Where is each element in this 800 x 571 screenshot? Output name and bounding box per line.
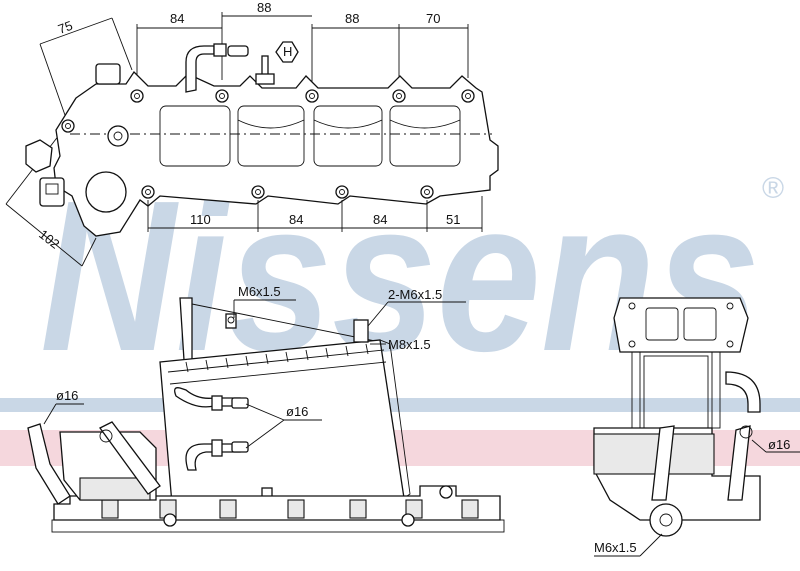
- cooler-fins: [185, 343, 369, 373]
- bolt-holes-top: [61, 89, 475, 133]
- dim-top-2: 88: [257, 0, 271, 15]
- top-view: 84 88 88 70 75 102: [5, 0, 499, 267]
- thread-label-left: M6x1.5: [238, 284, 281, 299]
- pipe-dia-label-mid: ø16: [286, 404, 308, 419]
- dim-bottom-4: 51: [446, 212, 460, 227]
- dim-top-3: 88: [345, 11, 359, 26]
- dim-angle-75: 75: [56, 18, 75, 37]
- middle-view: M6x1.5 2-M6x1.5 M8x1.5 ø16: [159, 284, 466, 505]
- thread-label-right: 2-M6x1.5: [388, 287, 442, 302]
- thread-label-bottom: M6x1.5: [594, 540, 637, 555]
- watermark-band-blue: [0, 398, 800, 412]
- svg-text:H: H: [283, 44, 292, 59]
- right-end-view: ø16 M6x1.5: [593, 297, 800, 557]
- flange-view: [51, 485, 505, 533]
- bolt-holes-bottom: [141, 185, 434, 199]
- registered-mark: ®: [762, 172, 784, 205]
- thread-label-side: M8x1.5: [388, 337, 431, 352]
- dim-bottom-3: 84: [373, 212, 387, 227]
- dim-top-4: 70: [426, 11, 440, 26]
- pipe-dia-label-left: ø16: [56, 388, 78, 403]
- pipe-dia-label-right: ø16: [768, 437, 790, 452]
- dim-top-1: 84: [170, 11, 184, 26]
- dim-bottom-1: 110: [190, 212, 211, 227]
- dim-bottom-2: 84: [289, 212, 303, 227]
- left-end-view: ø16: [27, 388, 161, 505]
